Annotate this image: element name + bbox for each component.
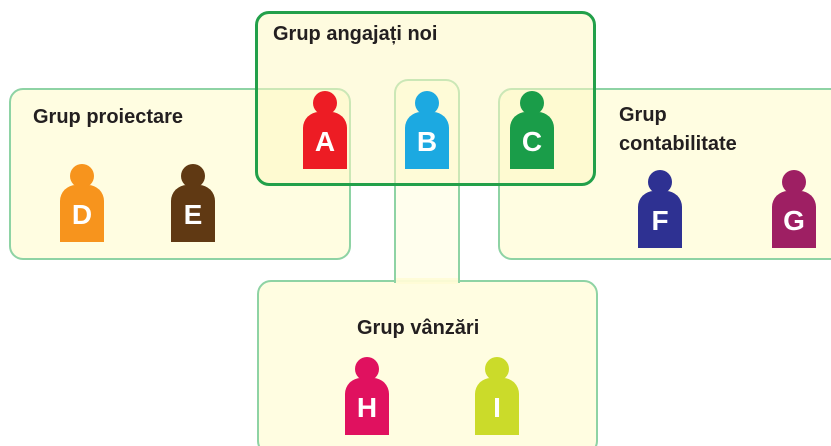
person-f: F [638,170,682,248]
person-i-letter: I [475,378,519,435]
person-f-letter: F [638,191,682,248]
group-proiectare-label: Grup proiectare [33,106,184,128]
person-d-letter: D [60,185,104,242]
person-h-head [355,357,379,381]
person-i-head [485,357,509,381]
person-f-head [648,170,672,194]
person-h: H [345,357,389,435]
group-contabilitate-label-line2: contabilitate [619,133,737,155]
person-e: E [171,164,215,242]
person-i: I [475,357,519,435]
person-h-letter: H [345,378,389,435]
group-contabilitate-label-line1: Grup [619,104,667,126]
group-vanzari-box [257,280,598,446]
group-vanzari-label: Grup vânzări [357,317,480,339]
person-c-letter: C [510,112,554,169]
connector-joint-cover [396,278,458,284]
group-angajati-noi-label: Grup angajați noi [273,23,438,45]
person-g-head [782,170,806,194]
person-g-letter: G [772,191,816,248]
person-e-letter: E [171,185,215,242]
person-g: G [772,170,816,248]
person-b: B [405,91,449,169]
person-b-letter: B [405,112,449,169]
person-e-head [181,164,205,188]
person-a-head [313,91,337,115]
person-d-head [70,164,94,188]
person-c: C [510,91,554,169]
person-b-head [415,91,439,115]
person-d: D [60,164,104,242]
person-a: A [303,91,347,169]
person-a-letter: A [303,112,347,169]
person-c-head [520,91,544,115]
